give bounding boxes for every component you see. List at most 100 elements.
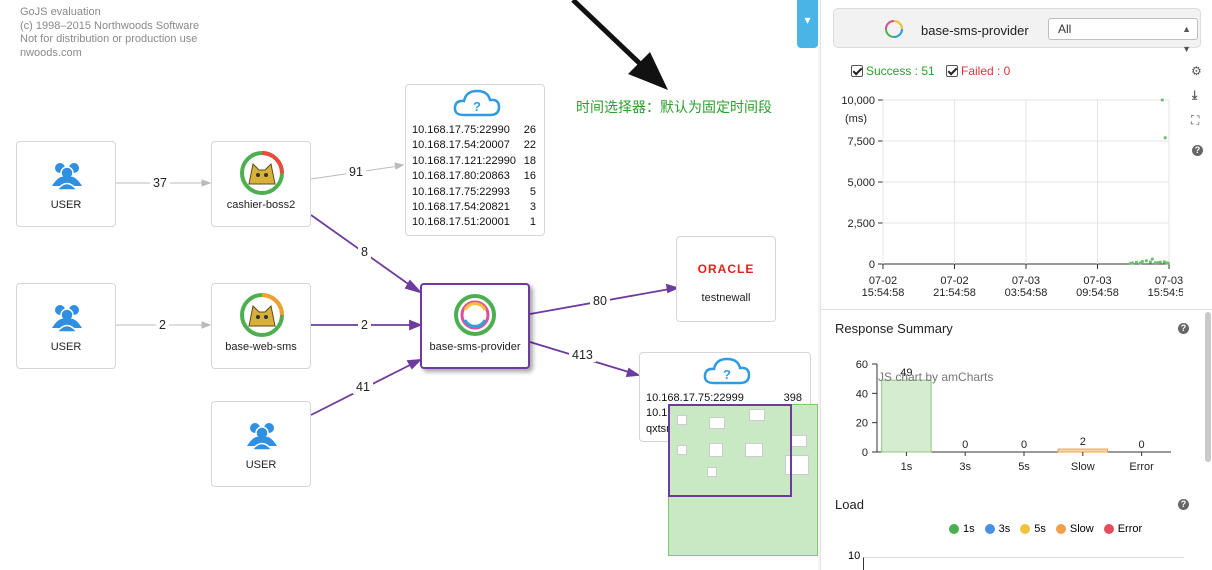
- legend-label: 3s: [998, 523, 1011, 535]
- data-point: [1144, 259, 1148, 263]
- ip-address: 10.168.17.75:22990: [412, 124, 510, 136]
- edge-label-provider-oracle: 80: [590, 294, 610, 308]
- legend-dot-icon: [1103, 524, 1114, 535]
- ip-count: 3: [529, 201, 536, 214]
- node-label: testnewall: [701, 292, 751, 304]
- mini-node: [707, 467, 717, 477]
- service-header: base-sms-provider All ▲▼: [833, 8, 1201, 54]
- service-ring-icon: [454, 294, 496, 336]
- overview-viewport[interactable]: [668, 404, 792, 497]
- x-tick-time: 21:54:58: [933, 287, 976, 299]
- legend-dot-icon: [949, 524, 959, 535]
- success-toggle[interactable]: Success : 51: [851, 64, 935, 78]
- edge-label-cashier-cloud: 91: [346, 165, 366, 179]
- chevron-updown-icon: ▲▼: [1182, 24, 1191, 54]
- detail-sidebar: base-sms-provider All ▲▼ Success : 51 Fa…: [820, 0, 1212, 570]
- x-tick-date: 07-03: [1012, 275, 1040, 287]
- ip-address: 10.168.17.75:22999: [646, 392, 744, 404]
- x-tick-label: 5s: [1018, 461, 1030, 473]
- help-icon[interactable]: ?: [1178, 323, 1189, 334]
- help-icon[interactable]: ?: [1178, 499, 1189, 510]
- edge-arrowhead: [409, 319, 423, 331]
- node-label: base-sms-provider: [429, 341, 521, 353]
- ip-count: 26: [523, 124, 536, 136]
- bar-value-label: 0: [1139, 439, 1145, 451]
- sidebar-scrollbar[interactable]: [1205, 312, 1211, 462]
- service-node-cashier[interactable]: cashier-boss2: [211, 141, 311, 227]
- x-tick-time: 15:54:58: [1148, 287, 1183, 299]
- x-tick-time: 15:54:58: [862, 287, 905, 299]
- edge-label-user3-provider: 41: [353, 380, 373, 394]
- x-tick-label: Error: [1129, 461, 1154, 473]
- edge-label-user2-web: 2: [156, 318, 169, 332]
- gear-icon[interactable]: ⚙: [1191, 64, 1202, 78]
- service-node-web-sms[interactable]: base-web-sms: [211, 283, 311, 369]
- edge-arrowhead: [406, 358, 423, 370]
- annotation-text: 时间选择器：默认为固定时间段: [576, 99, 772, 115]
- legend-dot-icon: [1055, 524, 1066, 535]
- edge-arrowhead: [201, 321, 212, 329]
- edge-label-user1-cashier: 37: [150, 176, 170, 190]
- bar-value-label: 2: [1080, 436, 1086, 448]
- legend-item[interactable]: Error: [1103, 523, 1142, 535]
- legend-item[interactable]: 3s: [984, 523, 1011, 535]
- y-tick-label: 60: [856, 359, 868, 371]
- bar-value-label: 0: [1021, 439, 1027, 451]
- svg-text:?: ?: [723, 367, 731, 382]
- legend-dot-icon: [984, 524, 995, 535]
- data-point: [1128, 261, 1133, 265]
- user-node[interactable]: USER: [16, 141, 116, 227]
- ip-count: 398: [783, 392, 802, 404]
- y-tick-label: 7,500: [847, 136, 875, 148]
- ip-address: 10.168.17.75:22993: [412, 185, 510, 198]
- response-summary-title: Response Summary: [835, 321, 953, 336]
- legend-item[interactable]: Slow: [1055, 523, 1094, 535]
- gojs-watermark: GoJS evaluation (c) 1998–2015 Northwoods…: [20, 6, 199, 60]
- instance-select[interactable]: All ▲▼: [1048, 18, 1198, 54]
- ip-row: 10.168.17.75:22990 26: [412, 123, 536, 138]
- ip-address: 10.168.17.80:20863: [412, 170, 510, 183]
- user-node[interactable]: USER: [211, 401, 311, 487]
- oracle-logo: ORACLE: [697, 262, 755, 276]
- tomcat-icon: [240, 293, 284, 337]
- mini-node: [677, 415, 687, 425]
- download-icon[interactable]: ⤓: [1192, 88, 1198, 102]
- load-y-tick: 10: [848, 550, 861, 562]
- service-node-provider[interactable]: base-sms-provider: [420, 283, 530, 369]
- annotation-arrow: [571, 0, 668, 90]
- users-icon: [247, 423, 277, 450]
- topology-diagram[interactable]: GoJS evaluation (c) 1998–2015 Northwoods…: [0, 0, 818, 570]
- legend-item[interactable]: 1s: [949, 523, 975, 535]
- legend-dot-icon: [1020, 524, 1031, 535]
- x-tick-date: 07-03: [1083, 275, 1111, 287]
- failed-toggle[interactable]: Failed : 0: [946, 64, 1010, 78]
- mini-node: [709, 443, 723, 457]
- ip-row: 10.168.17.80:20863 16: [412, 169, 536, 184]
- fullscreen-icon[interactable]: ⛶: [1191, 113, 1200, 127]
- ip-count: 5: [529, 185, 536, 198]
- y-tick-label: 40: [856, 388, 868, 400]
- data-point: [1166, 261, 1170, 265]
- mini-node: [749, 409, 765, 421]
- edge-arrowhead: [404, 279, 423, 294]
- help-icon[interactable]: ?: [1192, 145, 1203, 156]
- ip-count: 16: [523, 170, 536, 183]
- collapse-panel-button[interactable]: ▾: [797, 0, 818, 48]
- edge-arrowhead: [625, 367, 641, 378]
- overview-minimap[interactable]: [668, 404, 818, 556]
- user-node[interactable]: USER: [16, 283, 116, 369]
- data-point: [1150, 257, 1154, 261]
- load-legend: 1s 3s 5s Slow Error: [949, 523, 1142, 535]
- select-value: All: [1058, 22, 1072, 36]
- database-node-oracle[interactable]: ORACLE testnewall: [676, 236, 776, 322]
- legend-item[interactable]: 5s: [1020, 523, 1046, 535]
- ip-row: 10.168.17.75:22993 5: [412, 185, 536, 200]
- x-tick-label: Slow: [1071, 461, 1095, 473]
- edge-label-cashier-provider: 8: [358, 245, 371, 259]
- edge-arrowhead: [665, 283, 680, 294]
- mini-node: [677, 445, 687, 455]
